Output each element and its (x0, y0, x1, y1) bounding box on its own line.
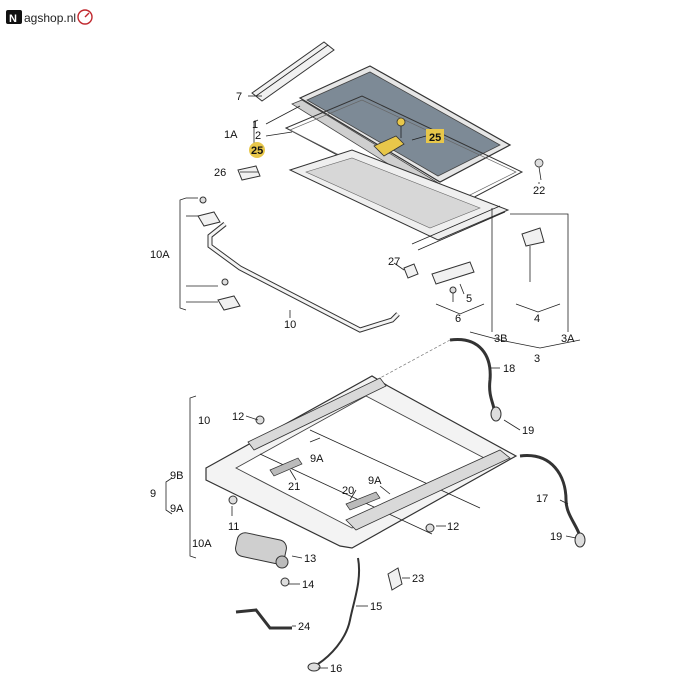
part-10A-bracket-lower (217, 278, 241, 311)
callout-9A-upper: 9A (310, 453, 324, 465)
callout-14: 14 (302, 579, 314, 591)
part-22-screw (534, 158, 544, 181)
callout-23: 23 (412, 573, 424, 585)
callout-4: 4 (534, 313, 540, 325)
part-9A-guide-rail-rear (247, 377, 387, 451)
callout-10A: 10A (192, 538, 212, 550)
part-9A-guide-rail-front (345, 449, 511, 531)
leader-lines (165, 95, 581, 669)
part-17-drain-hose (519, 454, 586, 548)
callout-21: 21 (288, 481, 300, 493)
callout-12-lower: 12 (447, 521, 459, 533)
part-25-bracket-highlight (373, 117, 406, 157)
part-7-seal-strip (251, 41, 335, 102)
part-27-clip (403, 263, 419, 279)
callout-20: 20 (342, 485, 354, 497)
callout-25-badge-left (249, 142, 265, 158)
callout-25-left: 25 (251, 145, 263, 157)
callout-7: 7 (236, 91, 242, 103)
callout-9B: 9B (170, 470, 183, 482)
part-4-hinge (521, 227, 545, 282)
callout-3B: 3B (494, 333, 507, 345)
part-21-pad (269, 457, 303, 477)
part-18-drain-hose (449, 338, 502, 422)
callout-17: 17 (536, 493, 548, 505)
logo-mark-box (6, 10, 22, 24)
callout-19-upper: 19 (522, 425, 534, 437)
callout-10A-top: 10A (150, 249, 170, 261)
part-10A-bracket-upper (197, 196, 221, 227)
part-23-bracket (387, 567, 403, 591)
part-10-frame (205, 375, 518, 549)
callout-25-right: 25 (429, 132, 441, 144)
callout-11: 11 (228, 521, 239, 533)
callout-24: 24 (298, 621, 310, 633)
part-26-clip (237, 165, 261, 181)
callout-27: 27 (388, 256, 400, 268)
callout-3A: 3A (561, 333, 575, 345)
callout-10: 10 (198, 415, 210, 427)
part-16-plug (307, 662, 321, 672)
callout-26: 26 (214, 167, 226, 179)
part-5-hinge-bracket (431, 261, 475, 302)
part-24-rod (235, 608, 292, 630)
callout-12-upper: 12 (232, 411, 244, 423)
part-12-screw-lower (425, 523, 435, 533)
callout-13: 13 (304, 553, 316, 565)
callout-labels: 7 1 1A 2 25 25 26 22 10A 10 27 5 6 4 3B … (150, 91, 575, 675)
part-14-screw (280, 577, 290, 587)
callout-9A-lower: 9A (170, 503, 184, 515)
callout-9A-middle: 9A (368, 475, 382, 487)
part-11-screw (228, 495, 238, 505)
callout-2: 2 (255, 130, 261, 142)
callout-25-badge-right (426, 129, 444, 143)
callout-5: 5 (466, 293, 472, 305)
callout-9: 9 (150, 488, 156, 500)
logo-mark: N (9, 13, 17, 25)
part-10-cable-rod (207, 222, 400, 333)
part-20-pad (345, 491, 381, 511)
part-12-screw-upper (255, 415, 265, 425)
callout-6: 6 (455, 313, 461, 325)
callout-1A: 1A (224, 129, 238, 141)
callout-15: 15 (370, 601, 382, 613)
callout-18: 18 (503, 363, 515, 375)
callout-1: 1 (252, 119, 258, 131)
callout-10-top: 10 (284, 319, 296, 331)
callout-22: 22 (533, 185, 545, 197)
part-3-tray (288, 149, 510, 251)
speedometer-icon (77, 9, 93, 25)
part-13-motor (235, 532, 289, 569)
callout-19-lower: 19 (550, 531, 562, 543)
callout-16: 16 (330, 663, 342, 675)
callout-3: 3 (534, 353, 540, 365)
logo-text: agshop.nl (24, 11, 76, 25)
part-15-cable (317, 557, 361, 665)
logo[interactable]: N agshop.nl (6, 9, 93, 25)
